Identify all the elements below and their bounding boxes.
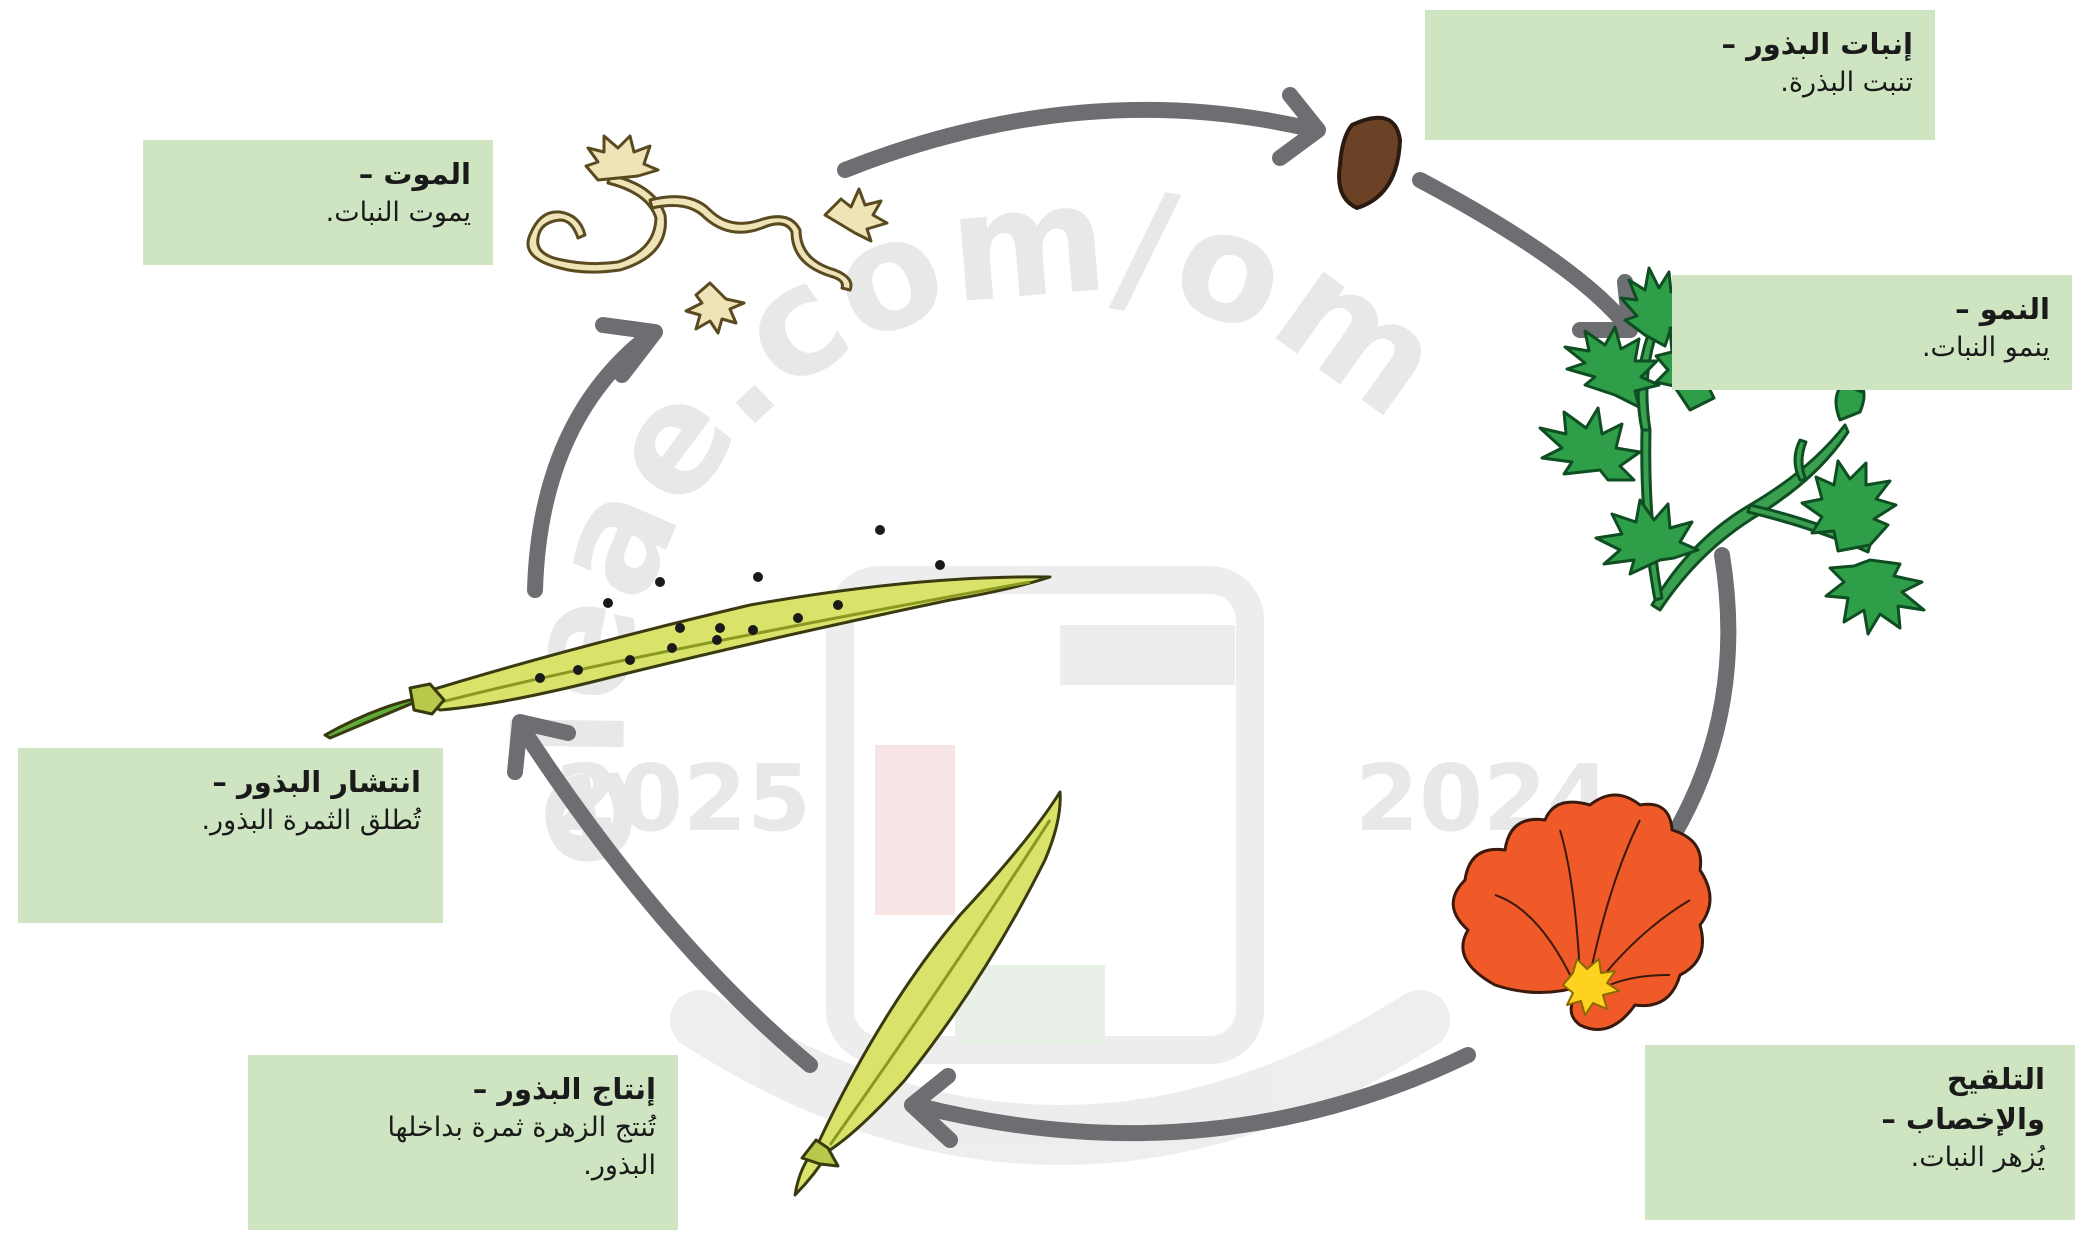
stage-desc-seed-production: تُنتج الزهرة ثمرة بداخلها البذور.	[338, 1109, 656, 1185]
stage-desc-germination: تنبت البذرة.	[1447, 64, 1913, 102]
stage-title-germination: إنبات البذور –	[1447, 24, 1913, 64]
stage-label-pollination: التلقيح والإخصاب – يُزهر النبات.	[1645, 1045, 2075, 1220]
stage-title-seed-production: إنتاج البذور –	[338, 1069, 656, 1109]
stage-desc-pollination: يُزهر النبات.	[1865, 1139, 2045, 1177]
seed-illustration	[1339, 118, 1400, 208]
stage-label-seed-dispersal: انتشار البذور – تُطلق الثمرة البذور.	[18, 748, 443, 923]
watermark-flag-red	[875, 745, 955, 915]
stage-title-pollination: التلقيح والإخصاب –	[1865, 1059, 2045, 1139]
stage-desc-death: يموت النبات.	[165, 194, 471, 232]
stage-desc-growth: ينمو النبات.	[1694, 329, 2050, 367]
stage-label-growth: النمو – ينمو النبات.	[1672, 275, 2072, 390]
stage-title-death: الموت –	[165, 154, 471, 194]
watermark-device-screen	[1060, 625, 1235, 685]
stage-title-growth: النمو –	[1694, 289, 2050, 329]
stage-desc-seed-dispersal: تُطلق الثمرة البذور.	[138, 802, 421, 840]
stage-label-germination: إنبات البذور – تنبت البذرة.	[1425, 10, 1935, 140]
stage-label-seed-production: إنتاج البذور – تُنتج الزهرة ثمرة بداخلها…	[248, 1055, 678, 1230]
stage-title-seed-dispersal: انتشار البذور –	[138, 762, 421, 802]
stage-label-death: الموت – يموت النبات.	[143, 140, 493, 265]
